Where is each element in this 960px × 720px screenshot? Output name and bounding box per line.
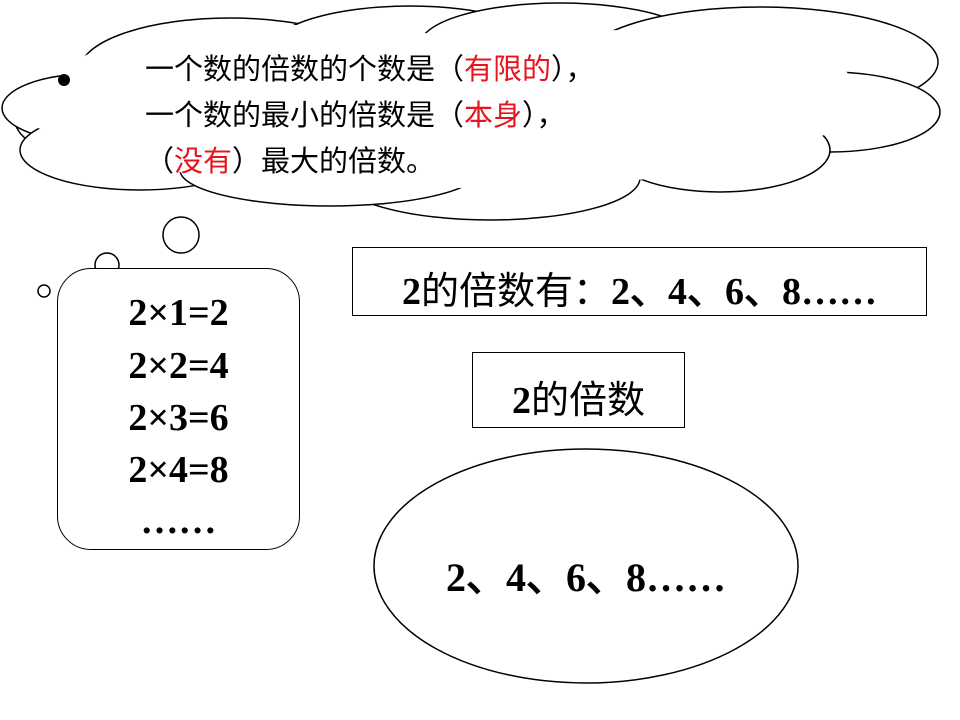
cloud-line-1: 一个数的倍数的个数是（有限的）， — [145, 52, 595, 86]
answer-none: 没有 — [174, 144, 233, 178]
cloud-line-2: 一个数的最小的倍数是（本身）， — [145, 98, 566, 132]
cloud-line-3: （没有）最大的倍数。 — [145, 144, 436, 178]
cloud-text: 一个数的倍数的个数是（有限的）， 一个数的最小的倍数是（本身）， （没有）最大的… — [145, 46, 595, 184]
equations-box: 2×1=2 2×2=4 2×3=6 2×4=8 …… — [57, 268, 300, 550]
equation-ellipsis: …… — [140, 500, 217, 542]
equation-row: 2×1=2 — [128, 292, 229, 334]
oval-values: 2、4、6、8…… — [446, 555, 726, 600]
thought-bubble-small — [37, 284, 51, 298]
equation-row: 2×3=6 — [128, 397, 229, 439]
equation-row: 2×4=8 — [128, 449, 229, 491]
answer-finite: 有限的 — [464, 52, 552, 86]
title-box: 2的倍数 — [472, 352, 685, 428]
multiples-oval — [373, 448, 799, 684]
multiples-list-box: 2的倍数有：2、4、6、8…… — [352, 247, 927, 316]
answer-itself: 本身 — [464, 98, 523, 132]
thought-bubble-large — [162, 216, 200, 254]
equation-row: 2×2=4 — [128, 345, 229, 387]
bullet-dot — [58, 74, 70, 86]
